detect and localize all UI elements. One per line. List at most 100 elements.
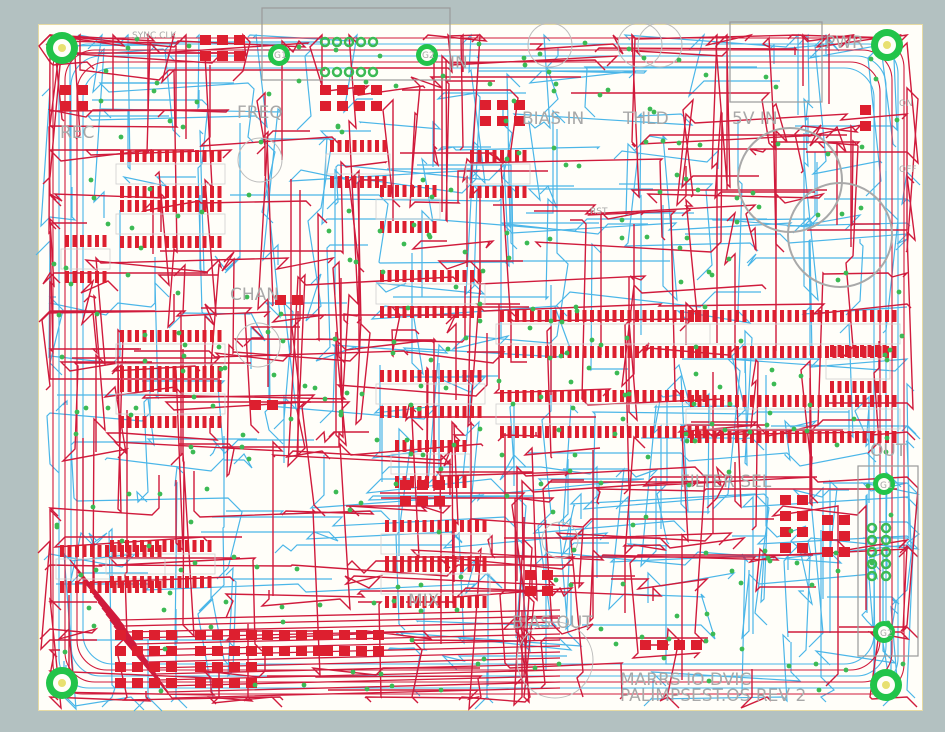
top-trace (458, 617, 558, 703)
header-pin (355, 36, 367, 48)
via (553, 81, 559, 87)
ic-pin-pad (840, 395, 844, 407)
ic-pin-pad (415, 596, 419, 608)
via (510, 401, 516, 407)
ic-pin-pad (120, 200, 124, 212)
ic-pin-pad (402, 270, 407, 282)
ic-pin-pad (185, 576, 189, 588)
ic-pin-pad (537, 310, 542, 322)
via (404, 437, 410, 443)
ic-pin-pad (500, 186, 504, 198)
bottom-trace (451, 129, 569, 351)
via (851, 416, 857, 422)
ic-pin-pad (170, 540, 174, 552)
via (83, 405, 89, 411)
bottom-trace (393, 184, 558, 301)
ic-pin-pad (687, 426, 692, 438)
ic-pin-pad (460, 520, 464, 532)
via (322, 396, 328, 402)
ic-pin-pad (380, 406, 384, 418)
ic-pin-pad (712, 431, 717, 443)
via (86, 605, 92, 611)
bottom-trace (820, 530, 835, 703)
ic-pin-pad (657, 346, 662, 358)
label-pwr: PWR (825, 33, 864, 53)
mount-hole-drill (58, 44, 66, 52)
via (589, 337, 595, 343)
bottom-trace (741, 495, 918, 634)
passive-pad (497, 100, 508, 110)
label-sync-clk: SYNC CLK (132, 31, 177, 41)
via (176, 330, 182, 336)
ic-pin-pad (620, 426, 624, 438)
via (363, 79, 369, 85)
ic-pin-pad (165, 150, 169, 162)
ic-pin-pad (180, 200, 184, 212)
ic-pin-pad (127, 150, 132, 162)
ic-pin-pad (200, 540, 204, 552)
ic-pin-pad (425, 370, 429, 382)
ic-pin-pad (687, 390, 692, 402)
ic-pin-pad (867, 345, 872, 357)
ic-pin-pad (135, 581, 139, 593)
ic-pin-pad (470, 406, 474, 418)
passive-pad (797, 495, 808, 505)
ic-pin-pad (642, 346, 647, 358)
via (265, 329, 271, 335)
ic-pin-pad (127, 380, 132, 392)
via (389, 683, 395, 689)
via (271, 372, 277, 378)
via (335, 124, 341, 130)
top-trace (105, 418, 219, 444)
ic-pin-pad (157, 366, 162, 378)
ic-pin-pad (690, 346, 694, 358)
ic-pin-pad (210, 330, 214, 342)
via (639, 634, 645, 640)
ic-pin-pad (105, 581, 109, 593)
via (158, 688, 164, 694)
via (899, 333, 905, 339)
via (192, 560, 198, 566)
ic-pin-pad (482, 560, 487, 572)
via (684, 235, 690, 241)
via (706, 678, 712, 684)
ic-pin-pad (867, 381, 872, 393)
via (463, 335, 469, 341)
ic-pin-pad (410, 221, 414, 233)
ic-pin-pad (702, 426, 707, 438)
ic-pin-pad (765, 431, 769, 443)
ic-pin-pad (787, 346, 792, 358)
ic-pin-pad (727, 310, 732, 322)
via (218, 366, 224, 372)
ic-pin-pad (492, 186, 497, 198)
ic-pin-pad (500, 390, 504, 402)
ic-pin-pad (382, 140, 387, 152)
ic-pin-pad (417, 221, 422, 233)
via (210, 403, 216, 409)
via (73, 431, 79, 437)
via (59, 354, 65, 360)
passive-pad (166, 662, 177, 672)
ic-pin-pad (192, 540, 197, 552)
via (559, 319, 565, 325)
bottom-trace (732, 382, 915, 545)
ic-pin-pad (590, 426, 594, 438)
ic-pin-pad (97, 545, 102, 557)
ic-pin-pad (127, 200, 132, 212)
ic-pin-pad (817, 431, 822, 443)
ic-pin-pad (360, 140, 364, 152)
ic-pin-pad (877, 346, 882, 358)
bottom-trace (375, 271, 486, 295)
via (51, 261, 57, 267)
ic-pin-pad (795, 395, 799, 407)
ic-pin-pad (195, 416, 199, 428)
ic-pin-pad (702, 310, 707, 322)
ic-pin-pad (432, 440, 437, 452)
passive-pad (77, 101, 88, 111)
top-trace (642, 476, 919, 632)
ic-pin-pad (90, 581, 94, 593)
via (538, 394, 544, 400)
bus-trace (69, 559, 561, 621)
ic-pin-pad (367, 140, 372, 152)
top-trace (38, 263, 187, 323)
